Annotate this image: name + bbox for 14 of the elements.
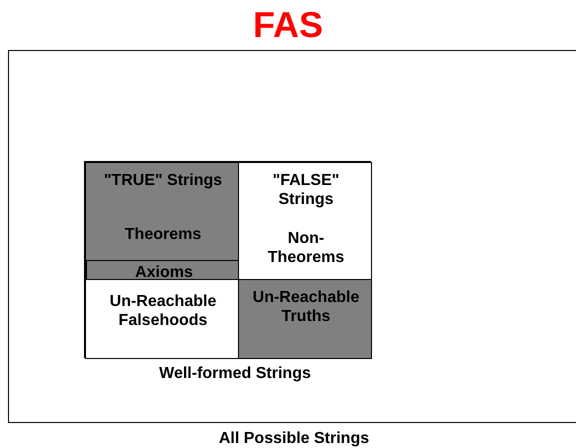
- region-label: Well-formed Strings: [158, 364, 312, 383]
- region-label: Un-Reachable Truths: [252, 288, 360, 326]
- region-label: Un-Reachable Falsehoods: [108, 292, 218, 330]
- region-label: "FALSE" Strings: [272, 171, 340, 209]
- region-label: Axioms: [134, 263, 194, 282]
- region-label: Non-Theorems: [266, 229, 346, 267]
- set-region: [238, 279, 372, 359]
- region-label: "TRUE" Strings: [102, 171, 224, 190]
- set-region: [85, 279, 239, 359]
- diagram-title: FAS: [252, 4, 324, 46]
- region-label: All Possible Strings: [218, 429, 370, 448]
- set-region: [85, 162, 239, 280]
- region-label: Theorems: [124, 225, 202, 244]
- set-region: [238, 162, 372, 280]
